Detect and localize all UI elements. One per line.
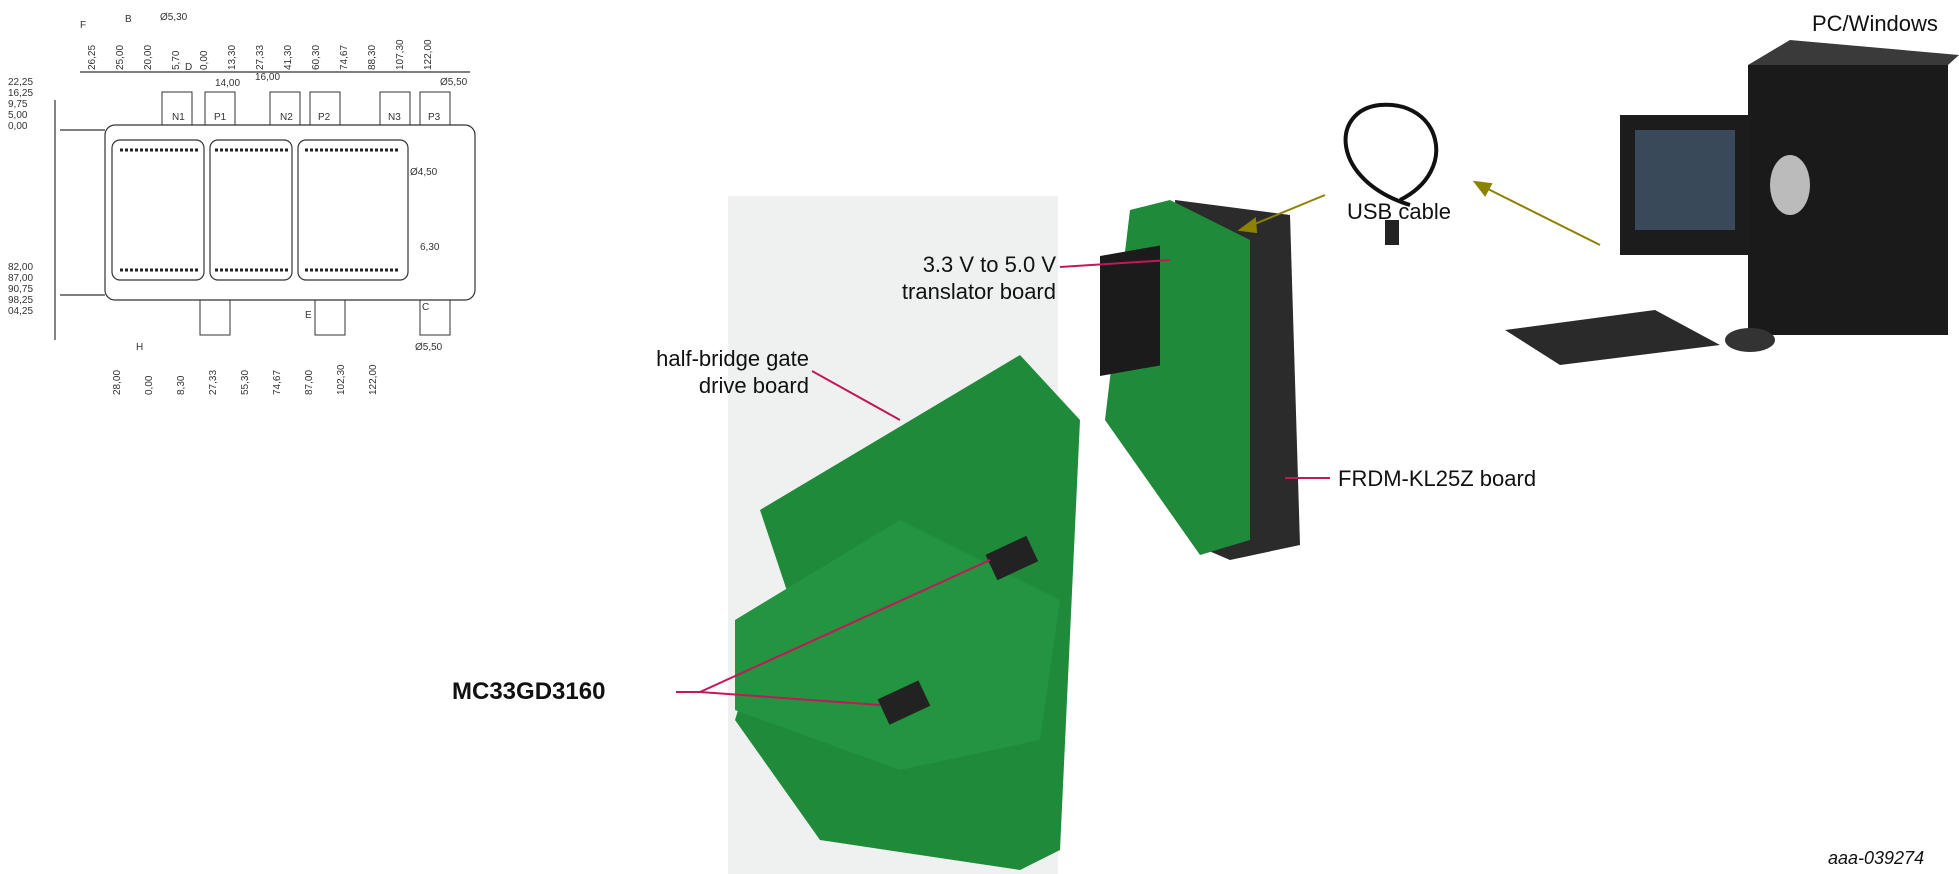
dimension-label: 122,00 [368,364,379,395]
chip-label: MC33GD3160 [452,678,606,705]
dimension-label: 74,67 [272,370,283,395]
dimension-label: H [136,342,143,353]
header-connector [1100,245,1160,377]
pc-label: PC/Windows [1812,11,1938,36]
mouse [1725,328,1775,352]
gate-driver-chip [985,535,1039,581]
dimension-label: 5,70 [171,50,182,70]
dimension-label: 04,25 [8,306,33,317]
dimension-label: 5,00 [8,110,28,121]
dimension-label: 90,75 [8,284,33,295]
terminal-label: N1 [172,112,185,123]
dimension-label: Ø4,50 [410,167,438,178]
dimension-label: 60,30 [311,45,322,70]
dimension-label: 9,75 [8,99,28,110]
dimension-label: 27,33 [255,45,266,70]
dimension-label: 8,30 [176,375,187,395]
terminal-label: P1 [214,112,227,123]
dimension-label: E [305,310,312,321]
dimension-label: 20,00 [143,45,154,70]
dimension-label: 98,25 [8,295,33,306]
frdm-board-label: FRDM-KL25Z board [1338,466,1537,491]
dimension-label: 41,30 [283,45,294,70]
translator-label-line2: translator board [901,279,1056,304]
dimension-label: D [185,62,192,73]
terminal-label: P2 [318,112,331,123]
dimension-label: 28,00 [112,370,123,395]
dimension-label: 74,67 [339,45,350,70]
dimension-label: Ø5,50 [440,77,468,88]
gate-drive-label-line2: drive board [698,373,809,398]
dimension-label: 14,00 [215,78,240,89]
gate-drive-board-pcb-lower [735,520,1060,770]
dimension-label: 27,33 [208,370,219,395]
gate-drive-board-label: half-bridge gate drive board [584,345,809,399]
usb-cable-label: USB cable [1347,199,1451,224]
pc-illustration [1505,40,1959,365]
dimension-label: 6,30 [420,242,440,253]
dimension-label: 82,00 [8,262,33,273]
gate-drive-label-line1: half-bridge gate [656,346,809,371]
dimension-label: 16,25 [8,88,33,99]
dimension-label: 0,00 [199,50,210,70]
dimension-label: 26,25 [87,45,98,70]
dimension-label: Ø5,30 [160,12,188,23]
dimension-label: 13,30 [227,45,238,70]
terminal-label: N3 [388,112,401,123]
dimension-label: 107,30 [395,39,406,70]
dimension-label: 102,30 [336,364,347,395]
dimension-label: F [80,20,86,31]
dimension-label: 22,25 [8,77,33,88]
usb-cable [1343,102,1439,207]
terminal-label: N2 [280,112,293,123]
dimension-label: 16,00 [255,72,280,83]
dimension-label: 0,00 [144,375,155,395]
figure-id: aaa-039274 [1828,848,1925,868]
keyboard [1505,310,1720,365]
dimension-label: 88,30 [367,45,378,70]
dimension-label: Ø5,50 [415,342,443,353]
translator-board-label: 3.3 V to 5.0 V translator board [818,251,1056,305]
dimension-label: 25,00 [115,45,126,70]
module-mechanical-drawing: N1 P1 N2 P2 N3 P3 26,25 25,00 20,00 5,70 0,0… [8,12,476,395]
dimension-label: B [125,14,132,25]
terminal-label: P3 [428,112,441,123]
dimension-label: 122,00 [423,39,434,70]
dimension-label: 87,00 [304,370,315,395]
dimension-label: 55,30 [240,370,251,395]
gate-driver-chip [877,680,931,725]
dimension-label: 0,00 [8,121,28,132]
dimension-label: C [422,302,429,313]
dimension-label: 87,00 [8,273,33,284]
translator-label-line1: 3.3 V to 5.0 V [922,252,1056,277]
usb-plug [1385,220,1399,245]
